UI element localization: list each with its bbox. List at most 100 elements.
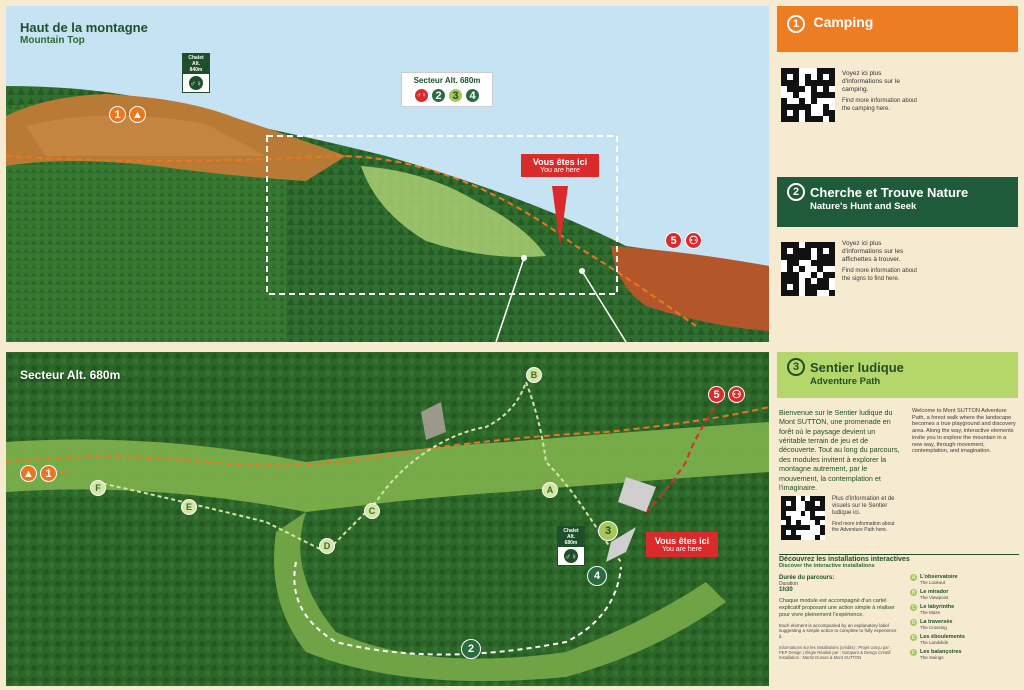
bottom-map: Secteur Alt. 680m ▲ 1 A B C D E F 2 3 4 … (6, 352, 769, 686)
nature-header-title: Cherche et Trouve Nature (810, 184, 969, 200)
nature-header-number: 2 (787, 183, 805, 201)
camping-header: 1 Camping (777, 6, 1018, 52)
legend-sub-f: The Swings (920, 655, 944, 660)
top-map-landscape (6, 6, 769, 342)
bike-number-badge-bottom: 5 (708, 386, 725, 403)
module-description-en: Each element is accompanied by an explan… (779, 622, 897, 640)
duration-value: 1h30 (779, 587, 793, 593)
camping-tent-icon: ▲ (129, 106, 146, 123)
chalet-label: Chalet (188, 55, 204, 61)
chalet-altitude: Alt. 840m (189, 61, 203, 73)
sentier-intro-en: Welcome to Mont SUTTON Adventure Path, a… (912, 408, 1016, 455)
legend-letter-b: B (910, 589, 917, 596)
you-are-here-top: Vous êtes ici You are here (521, 154, 599, 177)
top-map-title: Haut de la montagne (20, 20, 148, 35)
legend-sub-c: The Maze (920, 610, 941, 615)
legend-sub-a: The Lookout (920, 580, 946, 585)
station-c: C (364, 503, 380, 519)
nature-header: 2 Cherche et Trouve Nature Nature's Hunt… (777, 177, 1018, 227)
top-map-subtitle: Mountain Top (20, 35, 85, 46)
camping-header-number: 1 (787, 15, 805, 33)
sector-number-2: 2 (431, 88, 446, 103)
bike-icon-bottom: ⚇ (728, 386, 745, 403)
you-are-here-bottom: Vous êtes ici You are here (646, 532, 718, 557)
legend-letter-c: C (910, 604, 917, 611)
install-subtitle: Discover the interactive installations (779, 563, 875, 569)
you-are-here-fr-bottom: Vous êtes ici (654, 536, 710, 546)
install-title: Découvrez les installations interactives (779, 556, 910, 563)
chalet-altitude-bottom: Alt. 680m (564, 534, 578, 546)
nature-header-subtitle: Nature's Hunt and Seek (810, 201, 917, 212)
station-f: F (90, 480, 106, 496)
legend-sub-b: The Viewpoint (920, 595, 949, 600)
number-4-marker: 4 (587, 566, 607, 586)
sentier-qr-fr: Plus d'information et de visuels sur le … (832, 496, 895, 517)
sector-number-4: 4 (465, 88, 480, 103)
sector-box-title: Secteur Alt. 680m (413, 76, 481, 85)
credits-text: Informations sur les installations (créd… (779, 644, 892, 661)
bike-number-badge: 5 (665, 232, 682, 249)
legend-sub-d: The Crossing (920, 625, 947, 630)
sentier-header-number: 3 (787, 358, 805, 376)
restroom-icon-bottom: ♂♀ (564, 549, 578, 563)
camping-tent-icon-bottom: ▲ (20, 465, 37, 482)
number-3-marker: 3 (598, 521, 618, 541)
legend-letter-d: D (910, 619, 917, 626)
you-are-here-pointer (552, 186, 568, 246)
bottom-map-terrain (6, 352, 769, 686)
legend-label-d: La traversée (920, 619, 953, 625)
camping-header-title: Camping (813, 14, 874, 30)
camping-info-en: Find more information about the camping … (842, 98, 918, 112)
bike-icon: ⚇ (685, 232, 702, 249)
you-are-here-en-bottom: You are here (662, 546, 702, 553)
camping-number-badge: 1 (109, 106, 126, 123)
nature-info-en: Find more information about the signs to… (842, 268, 918, 282)
sentier-intro-fr: Bienvenue sur le Sentier ludique du Mont… (779, 408, 900, 492)
station-b: B (526, 367, 542, 383)
legend-letter-f: F (910, 649, 917, 656)
camping-info-fr: Voyez ici plus d'informations sur le cam… (842, 70, 900, 94)
legend-label-f: Les balançoires (920, 649, 962, 655)
legend-label-e: Les éboulements (920, 634, 965, 640)
sentier-qr-info: Plus d'information et de visuels sur le … (832, 496, 902, 533)
module-description-fr: Chaque module est accompagné d'un cartel… (779, 598, 895, 618)
sentier-header-title: Sentier ludique (810, 359, 904, 375)
number-2-marker: 2 (461, 639, 481, 659)
camping-qr-code[interactable] (781, 68, 835, 122)
legend-label-c: Le labyrinthe (920, 604, 955, 610)
sentier-qr-en: Find more information about the Adventur… (832, 520, 895, 533)
sentier-header: 3 Sentier ludique Adventure Path (777, 352, 1018, 398)
camping-number-badge-bottom: 1 (40, 465, 57, 482)
chalet-label-bottom: Chalet (563, 528, 579, 534)
bottom-map-title: Secteur Alt. 680m (20, 368, 121, 382)
station-e: E (181, 499, 197, 515)
install-divider (779, 554, 1019, 555)
camping-info: Voyez ici plus d'informations sur le cam… (842, 70, 922, 113)
legend-letter-e: E (910, 634, 917, 641)
station-a: A (542, 482, 558, 498)
nature-qr-code[interactable] (781, 242, 835, 296)
you-are-here-fr: Vous êtes ici (532, 157, 588, 167)
sentier-header-subtitle: Adventure Path (810, 376, 881, 387)
legend-label-a: L'observatoire (920, 574, 958, 580)
sentier-qr-code[interactable] (781, 496, 825, 540)
sector-number-3: 3 (448, 88, 463, 103)
legend-sub-e: The Landslide (920, 640, 949, 645)
nature-info: Voyez ici plus d'informations sur les af… (842, 240, 922, 283)
restroom-icon: ♂♀ (189, 76, 203, 90)
legend-letter-a: A (910, 574, 917, 581)
duration-block: Durée du parcours: Duration 1h30 Chaque … (779, 575, 899, 661)
legend-label-b: Le mirador (920, 589, 949, 595)
nature-info-fr: Voyez ici plus d'informations sur les af… (842, 240, 904, 264)
duration-label-en: Duration (779, 581, 798, 587)
